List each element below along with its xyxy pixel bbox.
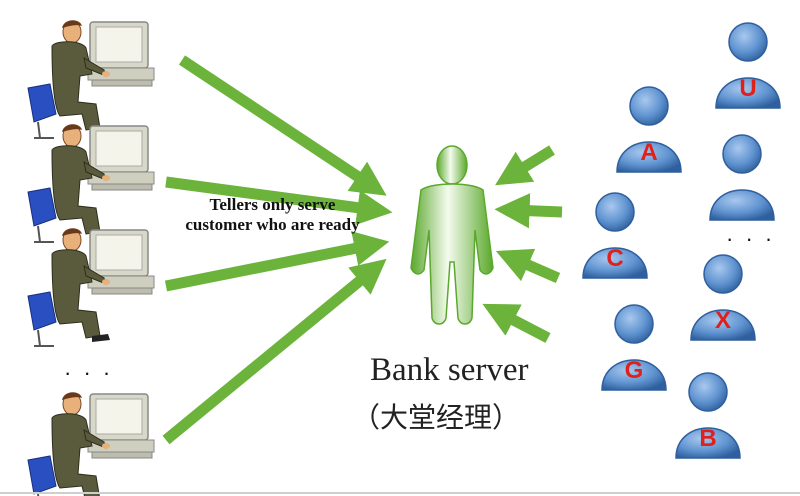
teller-4 [27, 392, 155, 496]
customer-arrows [482, 145, 563, 343]
customers-ellipsis: · · · [726, 226, 776, 251]
customer-2: A [616, 86, 682, 173]
customer-arrow-2 [494, 193, 563, 229]
customer-arrow-4 [482, 303, 551, 343]
caption-line-2: customer who are ready [185, 215, 360, 235]
customer-3 [709, 134, 775, 221]
caption: Tellers only serve customer who are read… [150, 195, 395, 236]
customer-label: B [699, 425, 716, 452]
customer-5: X [690, 254, 756, 341]
customer-arrow-1 [495, 145, 555, 186]
teller-arrow-1 [178, 55, 387, 196]
bank-server-title: Bank server [370, 352, 529, 388]
customer-label: G [625, 357, 644, 384]
tellers-group [27, 20, 155, 496]
bank-server-figure [410, 145, 494, 325]
teller-arrow-2 [165, 176, 393, 226]
customers-group: U A C X G B [582, 22, 781, 459]
customer-label: U [739, 75, 756, 102]
teller-arrow-3 [164, 231, 390, 292]
customer-7: B [675, 372, 741, 459]
customer-1: U [715, 22, 781, 109]
caption-line-1: Tellers only serve [209, 195, 336, 214]
customer-6: G [601, 304, 667, 391]
teller-arrows [162, 55, 393, 445]
teller-2 [27, 124, 155, 243]
teller-arrow-4 [162, 258, 387, 445]
customer-label: A [640, 139, 657, 166]
teller-3 [27, 228, 155, 347]
tellers-ellipsis: · · · [64, 360, 114, 385]
customer-4: C [582, 192, 648, 279]
customer-label: X [715, 307, 731, 334]
bank-server-subtitle: （大堂经理） [352, 401, 521, 434]
bottom-rule [0, 492, 800, 494]
customer-label: C [606, 245, 623, 272]
teller-1 [27, 20, 155, 139]
customer-arrow-3 [495, 248, 561, 284]
